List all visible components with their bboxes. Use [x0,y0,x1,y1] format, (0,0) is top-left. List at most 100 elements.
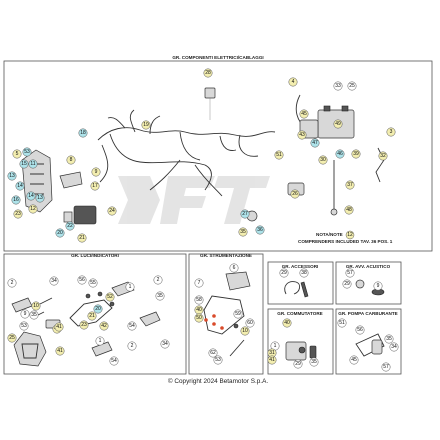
callout-avv_acustico-29: 29 [342,279,352,289]
pompa-parts [355,333,385,357]
callout-circle [310,138,320,148]
callout-number: 32 [380,153,386,159]
accessory-strap [284,281,301,295]
callout-componenti-35: 35 [238,227,248,237]
callout-circle [55,228,65,238]
headlight [13,331,47,367]
callout-luci-41: 41 [54,322,64,332]
callout-componenti-15: 15 [19,159,29,169]
callout-number: 35 [157,293,163,299]
callout-number: 30 [320,157,326,163]
callout-circle [194,295,204,305]
callout-circle [279,268,289,278]
callout-number: 17 [92,183,98,189]
callout-circle [318,155,328,165]
callout-number: 9 [24,311,27,317]
wiring-harness-branch-a [109,133,212,191]
callout-circle [109,356,119,366]
callout-number: 55 [90,280,96,286]
callout-componenti-32: 32 [378,151,388,161]
callout-number: 35 [31,312,37,318]
strumentazione-parts [203,271,251,357]
callout-circle [309,357,319,367]
callout-componenti-36: 36 [255,225,265,235]
callout-number: 49 [335,121,341,127]
callout-number: 59 [235,311,241,317]
callout-circle [77,233,87,243]
callout-circle [345,268,355,278]
callout-circle [282,318,292,328]
callout-circle [77,275,87,285]
callout-circle [245,318,255,328]
callout-circle [297,130,307,140]
callout-number: 25 [349,83,355,89]
callout-componenti-3: 3 [386,127,396,137]
callout-circle [349,355,359,365]
callout-number: 41 [56,324,62,330]
callout-circle [255,225,265,235]
frame-strumentazione [188,253,264,375]
callout-componenti-43: 43 [297,130,307,140]
callout-circle [274,150,284,160]
callout-number: 8 [70,157,73,163]
frame-componenti [3,60,433,252]
callout-strumentazione-58: 58 [194,295,204,305]
callout-number: 34 [51,278,57,284]
callout-circle [19,159,29,169]
callout-circle [342,279,352,289]
callout-circle [127,321,137,331]
callout-componenti-20: 20 [55,228,65,238]
callout-componenti-16: 16 [11,195,21,205]
callout-luci-56: 56 [77,275,87,285]
callout-number: 50 [196,315,202,321]
callout-number: 47 [312,140,318,146]
callout-number: 29 [295,361,301,367]
callout-luci-52: 52 [105,292,115,302]
callout-luci-2: 2 [7,278,17,288]
frame-luci [3,253,187,375]
callout-circle [26,191,36,201]
callout-circle [20,309,30,319]
callout-number: 4 [292,79,295,85]
callout-number: 27 [242,211,248,217]
callout-number: 57 [347,270,353,276]
callout-circle [347,81,357,91]
callout-circle [213,355,223,365]
callout-componenti-49: 49 [333,119,343,129]
callout-number: 39 [353,151,359,157]
callout-circle [22,147,32,157]
callout-luci-1: 1 [125,282,135,292]
callout-circle [91,167,101,177]
callout-number: 31 [269,350,275,356]
callout-number: 1 [99,338,102,344]
callout-circle [194,278,204,288]
callout-circle [125,282,135,292]
callout-commutatore-29: 29 [293,359,303,369]
avv-acustico-parts [355,279,385,296]
callout-circle [337,318,347,328]
callout-number: 54 [111,358,117,364]
callout-number: 7 [198,280,201,286]
callout-number: 41 [57,348,63,354]
note-title: NOTA/NOTE [316,232,343,237]
callout-number: 53 [21,323,27,329]
callout-luci-35: 35 [155,291,165,301]
callout-luci-54: 54 [109,356,119,366]
callout-circle [299,268,309,278]
rectifier-clip [59,171,83,189]
indicator-front-left [11,297,33,313]
callout-circle [384,334,394,344]
callout-circle [95,336,105,346]
callout-circle [238,227,248,237]
callout-circle [88,278,98,288]
speedo-cable [229,339,245,357]
callout-number: 33 [335,83,341,89]
callout-luci-34: 34 [49,276,59,286]
callout-number: 56 [79,277,85,283]
callout-componenti-11: 11 [28,159,38,169]
callout-circle [28,159,38,169]
callout-luci-41: 41 [55,346,65,356]
callout-circle [141,120,151,130]
callout-commutatore-40: 40 [282,318,292,328]
